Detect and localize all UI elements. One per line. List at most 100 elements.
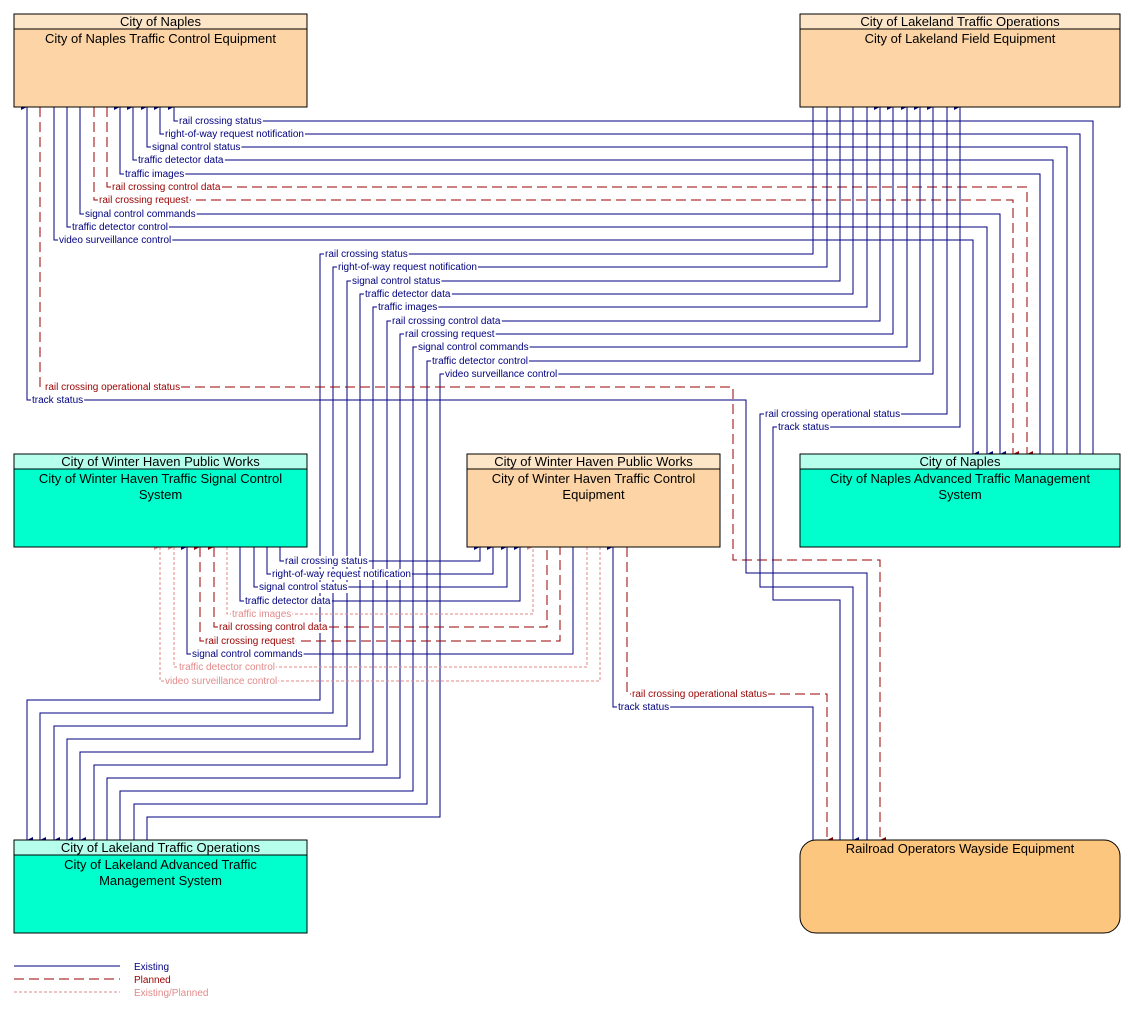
flow-label-naples-rail-crossing-status: rail crossing status <box>179 116 262 127</box>
box-owner: City of Naples <box>120 14 201 29</box>
flow-label-background <box>284 556 369 567</box>
flow-line-winterhaven-traffic-images <box>226 544 534 615</box>
flow-label-naples-signal-control-commands: signal control commands <box>85 209 196 220</box>
legend-label-planned: Planned <box>134 975 171 986</box>
box-title: Railroad Operators Wayside Equipment <box>846 841 1075 856</box>
box-owner: City of Lakeland Traffic Operations <box>860 14 1060 29</box>
flow-line-lakeland_wayside-rail-crossing-operational-status <box>759 107 948 843</box>
flow-label-winterhaven-rail-crossing-status: rail crossing status <box>285 556 368 567</box>
flow-line-lakeland-traffic-detector-data <box>66 107 854 843</box>
flow-label-winterhaven-rail-crossing-request: rail crossing request <box>205 636 295 647</box>
box-title-line-2: System <box>938 487 981 502</box>
flow-label-winterhaven-traffic-detector-data: traffic detector data <box>245 596 331 607</box>
flow-label-background <box>58 235 173 246</box>
box-lakeland-advanced-traffic-management-system[interactable]: City of Lakeland Traffic Operations City… <box>13 839 308 934</box>
box-title-line-1: City of Lakeland Advanced Traffic <box>64 857 257 872</box>
flow-label-background <box>244 596 332 607</box>
flow-line-winterhaven-signal-control-status <box>253 544 508 588</box>
flow-label-background <box>764 409 902 420</box>
flow-line-lakeland-signal-control-commands <box>119 104 908 840</box>
flow-lines <box>21 104 1094 843</box>
flow-line-lakeland-rail-crossing-control-data <box>93 104 881 840</box>
flow-label-lakeland-rail-crossing-request: rail crossing request <box>405 329 495 340</box>
flow-label-naples-traffic-detector-control: traffic detector control <box>72 222 168 233</box>
flow-label-naples-video-surveillance-control: video surveillance control <box>59 235 171 246</box>
flow-line-naples-traffic-detector-data <box>127 104 1054 454</box>
flow-line-lakeland-right-of-way-request-notification <box>39 107 828 843</box>
flow-label-background <box>377 302 439 313</box>
flow-line-naples-rail-crossing-control-data <box>106 107 1033 457</box>
flow-label-lakeland-rail-crossing-control-data: rail crossing control data <box>392 316 501 327</box>
flow-line-naples_wayside-rail-crossing-operational-status <box>39 107 886 843</box>
flow-label-background <box>31 395 85 406</box>
box-winter-haven-traffic-control-equipment[interactable]: City of Winter Haven Public Works City o… <box>466 453 721 548</box>
flow-label-lakeland-video-surveillance-control: video surveillance control <box>445 369 557 380</box>
flow-line-naples-signal-control-status <box>141 104 1068 454</box>
box-title-line-2: Management System <box>99 873 222 888</box>
box-title-line-1: City of Naples Advanced Traffic Manageme… <box>830 471 1090 486</box>
box-owner: City of Lakeland Traffic Operations <box>61 840 261 855</box>
flow-label-lakeland-traffic-detector-data: traffic detector data <box>365 289 451 300</box>
flow-label-background <box>417 342 530 353</box>
flow-label-background <box>44 382 182 393</box>
flow-label-winterhaven-traffic-images: traffic images <box>232 609 291 620</box>
flow-line-lakeland-traffic-detector-control <box>133 104 921 840</box>
flow-label-background <box>178 116 263 127</box>
flow-label-background <box>164 129 305 140</box>
flow-line-naples_wayside-track-status <box>21 104 868 840</box>
flow-label-lakeland-signal-control-status: signal control status <box>352 276 440 287</box>
flow-label-background <box>84 209 197 220</box>
flow-label-background <box>98 195 190 206</box>
legend-label-existing-planned: Existing/Planned <box>134 988 209 999</box>
box-title-line-1: City of Winter Haven Traffic Signal Cont… <box>39 471 282 486</box>
flow-line-winterhaven-signal-control-commands <box>181 544 574 655</box>
box-railroad-operators-wayside-equipment[interactable]: Railroad Operators Wayside Equipment <box>799 839 1121 934</box>
box-naples-traffic-control-equipment[interactable]: City of Naples City of Naples Traffic Co… <box>13 13 308 108</box>
flow-label-background <box>231 609 293 620</box>
box-owner: City of Winter Haven Public Works <box>494 454 693 469</box>
flow-label-background <box>337 262 478 273</box>
flow-line-lakeland-rail-crossing-status <box>26 107 814 843</box>
flow-label-naples-traffic-detector-data: traffic detector data <box>138 155 224 166</box>
flow-line-lakeland-rail-crossing-request <box>106 104 894 840</box>
flow-label-background <box>631 689 769 700</box>
flow-label-background <box>351 276 442 287</box>
flow-label-background <box>204 636 296 647</box>
flow-label-naples_wayside-track-status: track status <box>32 395 83 406</box>
legend-label-existing: Existing <box>134 962 169 973</box>
box-owner: City of Winter Haven Public Works <box>61 454 260 469</box>
legend: Existing Planned Existing/Planned <box>14 962 209 999</box>
flow-label-lakeland-traffic-detector-control: traffic detector control <box>432 356 528 367</box>
flow-label-background <box>191 649 304 660</box>
flow-line-naples-rail-crossing-status <box>168 104 1094 454</box>
box-lakeland-field-equipment[interactable]: City of Lakeland Traffic Operations City… <box>799 13 1121 108</box>
flow-label-background <box>324 249 409 260</box>
flow-line-winterhaven-rail-crossing-status <box>279 544 481 562</box>
flow-line-lakeland-signal-control-status <box>53 107 841 843</box>
flow-line-winterhaven-traffic-detector-data <box>239 544 521 602</box>
flow-label-background <box>444 369 559 380</box>
flow-label-background <box>617 702 671 713</box>
flow-line-lakeland_wayside-track-status <box>772 104 961 840</box>
flow-label-background <box>404 329 496 340</box>
box-title-line-1: City of Winter Haven Traffic Control <box>492 471 696 486</box>
flow-line-lakeland-traffic-images <box>79 107 868 843</box>
box-winter-haven-traffic-signal-control-system[interactable]: City of Winter Haven Public Works City o… <box>13 453 308 548</box>
flow-label-winterhaven-right-of-way-request-notification: right-of-way request notification <box>272 569 411 580</box>
flow-label-naples-right-of-way-request-notification: right-of-way request notification <box>165 129 304 140</box>
flow-line-naples-rail-crossing-request <box>93 107 1019 457</box>
flow-label-background <box>364 289 452 300</box>
flow-label-background <box>218 622 329 633</box>
flow-label-background <box>137 155 225 166</box>
flow-line-winterhaven-rail-crossing-request <box>194 544 561 642</box>
box-title-line-2: Equipment <box>562 487 625 502</box>
flow-label-lakeland_wayside-rail-crossing-operational-status: rail crossing operational status <box>765 409 900 420</box>
flow-label-lakeland-rail-crossing-status: rail crossing status <box>325 249 408 260</box>
box-naples-advanced-traffic-management-system[interactable]: City of Naples City of Naples Advanced T… <box>799 453 1121 548</box>
flow-label-background <box>391 316 502 327</box>
flow-label-background <box>431 356 529 367</box>
flow-label-naples_wayside-rail-crossing-operational-status: rail crossing operational status <box>45 382 180 393</box>
flow-label-winterhaven-video-surveillance-control: video surveillance control <box>165 676 277 687</box>
flow-line-winterhaven-video-surveillance-control <box>154 544 601 682</box>
